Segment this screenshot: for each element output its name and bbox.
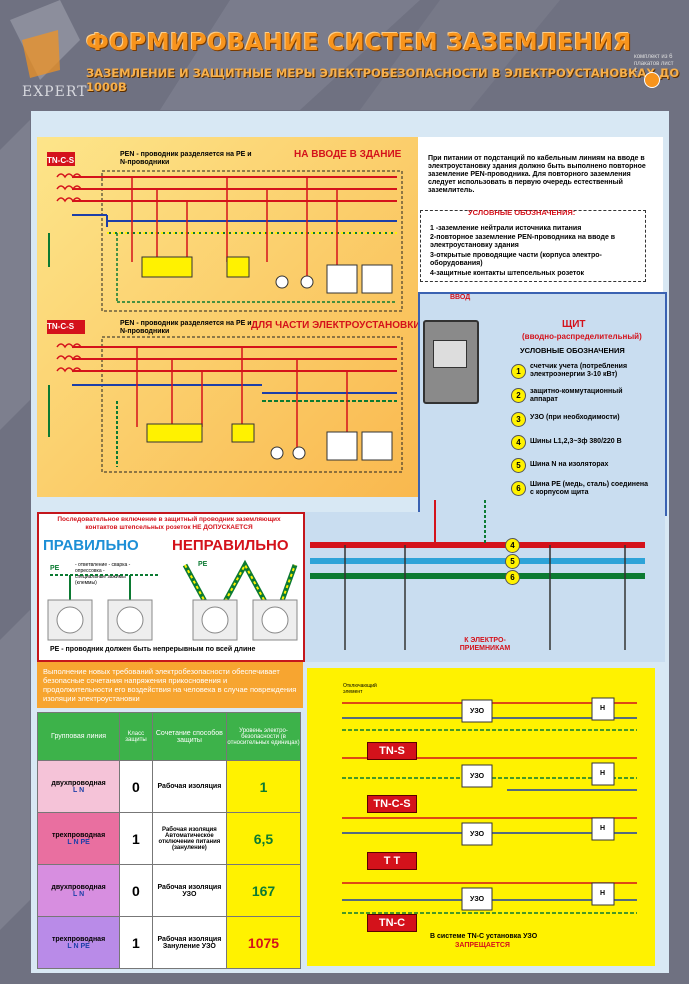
shchit-item-2: защитно-коммутационный аппарат — [530, 388, 623, 403]
shchit-item-5: Шина N на изоляторах — [530, 461, 609, 468]
system-label-1: TN-C-S — [47, 156, 75, 165]
uzo-3: УЗО — [470, 831, 485, 838]
legend1-title: УСЛОВНЫЕ ОБОЗНАЧЕНИЯ: — [468, 208, 576, 217]
table-header-class: Класс защиты — [119, 712, 153, 761]
bus-num-6: 6 — [505, 570, 520, 585]
shchit-item-6: Шина PE (медь, сталь) соединена с корпус… — [530, 481, 649, 496]
table-header-method: Сочетание способов защиты — [151, 712, 227, 761]
legend-num-5: 5 — [511, 458, 526, 473]
tn-c-forbidden: ЗАПРЕЩАЕТСЯ — [455, 942, 510, 949]
bus-num-5: 5 — [505, 554, 520, 569]
row2-method: Рабочая изоляция Автоматическое отключен… — [151, 812, 227, 865]
row3-level: 167 — [225, 864, 302, 917]
meter-display — [433, 340, 467, 368]
uzo-4: УЗО — [470, 896, 485, 903]
legend-num-2: 2 — [511, 388, 526, 403]
row4-method: Рабочая изоляция Зануление УЗО — [151, 916, 227, 969]
shchit-item-1: счетчик учета (потребления электроэнерги… — [530, 363, 628, 378]
diagram1-title: НА ВВОДЕ В ЗДАНИЕ — [294, 149, 402, 160]
correct-small-note: - ответвление - сварка - опрессовка - сп… — [75, 562, 131, 586]
tn-c-label: TN-C — [367, 914, 417, 932]
h-1: H — [600, 705, 606, 712]
table-header-level: Уровень электро-безопасности (в относите… — [225, 712, 302, 761]
shchit-title: ЩИТ — [562, 319, 586, 330]
uzo-2: УЗО — [470, 773, 485, 780]
pe-label-wrong: PE — [198, 561, 208, 568]
diagram2-caption: PEN - проводник разделяется на PE и N-пр… — [120, 320, 252, 335]
info-text: При питании от подстанций по кабельным л… — [428, 155, 646, 194]
row1-method: Рабочая изоляция — [151, 760, 227, 813]
switch-note: Отключающий элемент — [343, 683, 377, 695]
shchit-subtitle: (вводно-распределительный) — [522, 332, 642, 341]
legend-num-6: 6 — [511, 481, 526, 496]
page-title: ФОРМИРОВАНИЕ СИСТЕМ ЗАЗЕМЛЕНИЯ — [86, 30, 632, 56]
shchit-item-3: УЗО (при необходимости) — [530, 414, 620, 421]
bus-num-4: 4 — [505, 538, 520, 553]
diagram1-caption: PEN - проводник разделяется на PE и N-пр… — [120, 151, 252, 166]
safety-note-text: Выполнение новых требований электробезоп… — [43, 667, 297, 703]
tt-label: T T — [367, 852, 417, 870]
legend1-item-1: 1 -заземление нейтрали источника питания — [430, 225, 582, 232]
diagram2-title: ДЛЯ ЧАСТИ ЭЛЕКТРОУСТАНОВКИ — [251, 320, 421, 331]
safety-level-table: Групповая линия Класс защиты Сочетание с… — [36, 712, 302, 970]
receivers-label: К ЭЛЕКТРО-ПРИЕМНИКАМ — [459, 637, 511, 652]
shchit-item-4: Шины L1,2,3~3ф 380/220 В — [530, 438, 622, 445]
correct-footer: PE - проводник должен быть непрерывным п… — [50, 646, 256, 653]
correct-label: ПРАВИЛЬНО — [43, 537, 139, 554]
page-subtitle: ЗАЗЕМЛЕНИЕ И ЗАЩИТНЫЕ МЕРЫ ЭЛЕКТРОБЕЗОПА… — [86, 66, 680, 94]
tn-systems-diagram — [342, 697, 637, 914]
row3-method: Рабочая изоляция УЗО — [151, 864, 227, 917]
busbar-diagram — [310, 500, 645, 650]
row2-class: 1 — [119, 812, 153, 865]
uzo-1: УЗО — [470, 708, 485, 715]
legend1-item-3: 3-открытые проводящие части (корпуса эле… — [430, 252, 602, 267]
h-2: H — [600, 770, 606, 777]
shchit-legend-title: УСЛОВНЫЕ ОБОЗНАЧЕНИЯ — [520, 346, 625, 355]
legend1-box — [420, 210, 646, 282]
tn-s-label: TN-S — [367, 742, 417, 760]
wrong-label: НЕПРАВИЛЬНО — [172, 537, 289, 554]
legend1-item-4: 4-защитные контакты штепсельных розеток — [430, 270, 585, 277]
komplekt-note: комплект из 6 плакатов лист 1 — [634, 54, 674, 74]
system-label-2: TN-C-S — [47, 322, 75, 331]
safety-note-box — [37, 662, 303, 708]
tn-c-s-label: TN-C-S — [367, 795, 417, 813]
h-3: H — [600, 825, 606, 832]
orange-circle-icon — [644, 72, 660, 88]
pe-label-correct: PE — [50, 565, 60, 572]
correct-header: Последовательное включение в защитный пр… — [57, 516, 281, 531]
socket-diagram — [47, 559, 298, 641]
row1-level: 1 — [225, 760, 302, 813]
row4-class: 1 — [119, 916, 153, 969]
legend-num-4: 4 — [511, 435, 526, 450]
legend-num-3: 3 — [511, 412, 526, 427]
row2-level: 6,5 — [225, 812, 302, 865]
row1-class: 0 — [119, 760, 153, 813]
table-header-line: Групповая линия — [36, 712, 121, 761]
tn-c-footer: В системе TN-C установка УЗО — [430, 933, 538, 940]
logo: EXPERT — [22, 84, 88, 100]
row3-class: 0 — [119, 864, 153, 917]
row4-level: 1075 — [225, 916, 302, 969]
vvod-label: ВВОД — [450, 294, 471, 301]
wiring-diagram-top — [47, 152, 403, 473]
h-4: H — [600, 890, 606, 897]
legend-num-1: 1 — [511, 364, 526, 379]
legend1-item-2: 2-повторное заземление PEN-проводника на… — [430, 234, 616, 249]
